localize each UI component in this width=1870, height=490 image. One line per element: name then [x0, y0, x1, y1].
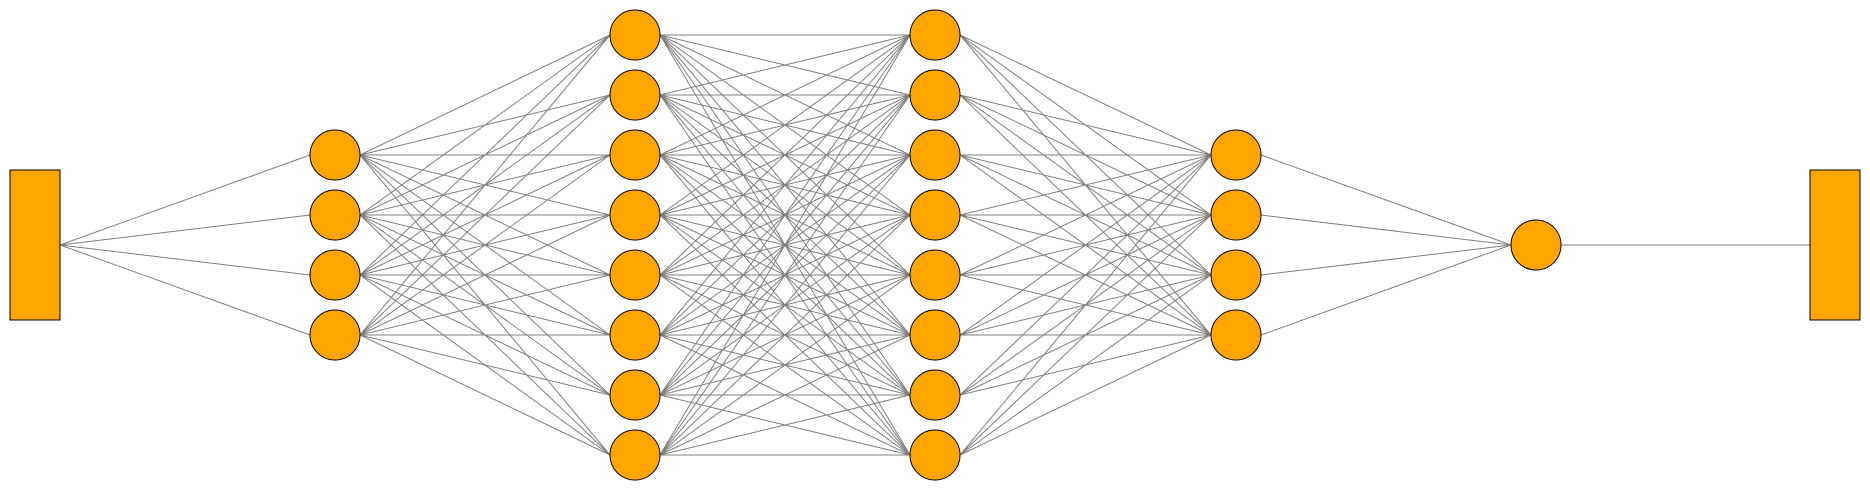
- neuron-node-hidden-3-7: [909, 369, 961, 421]
- output-block: [1809, 169, 1861, 321]
- connection-line: [359, 34, 611, 156]
- connection-line: [959, 94, 1212, 156]
- connection-line: [659, 334, 911, 456]
- connection-line: [359, 94, 611, 336]
- connection-line: [359, 334, 611, 456]
- neuron-node-hidden-3-2: [909, 69, 961, 121]
- neuron-node-hidden-4-2: [1210, 189, 1262, 241]
- connection-line: [59, 244, 311, 276]
- connection-line: [959, 154, 1212, 336]
- neuron-node-hidden-3-5: [909, 249, 961, 301]
- connection-line: [659, 34, 911, 276]
- connection-line: [359, 34, 611, 276]
- neuron-node-hidden-5-1: [1510, 219, 1562, 271]
- connection-line: [359, 274, 611, 336]
- neuron-node-hidden-1-2: [309, 189, 361, 241]
- connection-line: [659, 34, 911, 396]
- neuron-node-hidden-3-8: [909, 429, 961, 481]
- connection-line: [359, 154, 611, 336]
- connection-line: [359, 34, 611, 216]
- connection-line: [659, 274, 911, 456]
- neuron-node-hidden-1-1: [309, 129, 361, 181]
- neuron-node-hidden-2-3: [609, 129, 661, 181]
- neuron-node-hidden-2-5: [609, 249, 661, 301]
- neuron-node-hidden-4-1: [1210, 129, 1262, 181]
- connection-line: [959, 274, 1212, 456]
- connection-line: [659, 34, 911, 216]
- connection-line: [959, 154, 1212, 216]
- connection-line: [659, 214, 911, 456]
- neuron-node-hidden-2-6: [609, 309, 661, 361]
- connection-line: [659, 34, 911, 156]
- connection-line: [659, 394, 911, 456]
- connection-line: [59, 154, 311, 246]
- connection-line: [359, 214, 611, 336]
- neuron-node-hidden-3-4: [909, 189, 961, 241]
- connection-line: [659, 34, 911, 336]
- neuron-node-hidden-2-2: [609, 69, 661, 121]
- input-block: [9, 169, 61, 321]
- connection-line: [359, 34, 611, 336]
- connection-line: [1260, 214, 1512, 246]
- connection-line: [659, 154, 911, 456]
- neuron-nodes: [309, 9, 1562, 481]
- neuron-node-hidden-2-4: [609, 189, 661, 241]
- connection-line: [659, 34, 911, 456]
- connection-line: [959, 154, 1212, 456]
- connection-line: [959, 154, 1212, 276]
- connection-line: [959, 34, 1212, 156]
- connection-line: [359, 334, 611, 396]
- neuron-node-hidden-4-3: [1210, 249, 1262, 301]
- neuron-node-hidden-1-4: [309, 309, 361, 361]
- neuron-node-hidden-3-3: [909, 129, 961, 181]
- neuron-node-hidden-2-7: [609, 369, 661, 421]
- connection-line: [1260, 154, 1512, 246]
- connection-line: [659, 94, 911, 456]
- connection-line: [959, 214, 1212, 456]
- connection-line: [59, 214, 311, 246]
- connection-lines: [59, 34, 1810, 456]
- connection-line: [959, 154, 1212, 396]
- connection-line: [959, 334, 1212, 456]
- neuron-node-hidden-3-6: [909, 309, 961, 361]
- neuron-node-hidden-2-1: [609, 9, 661, 61]
- connection-line: [59, 244, 311, 336]
- io-blocks: [9, 169, 1861, 321]
- connection-line: [1260, 244, 1512, 336]
- neuron-node-hidden-4-4: [1210, 309, 1262, 361]
- connection-line: [659, 34, 911, 96]
- neuron-node-hidden-2-8: [609, 429, 661, 481]
- neuron-node-hidden-1-3: [309, 249, 361, 301]
- neuron-node-hidden-3-1: [909, 9, 961, 61]
- connection-line: [1260, 244, 1512, 276]
